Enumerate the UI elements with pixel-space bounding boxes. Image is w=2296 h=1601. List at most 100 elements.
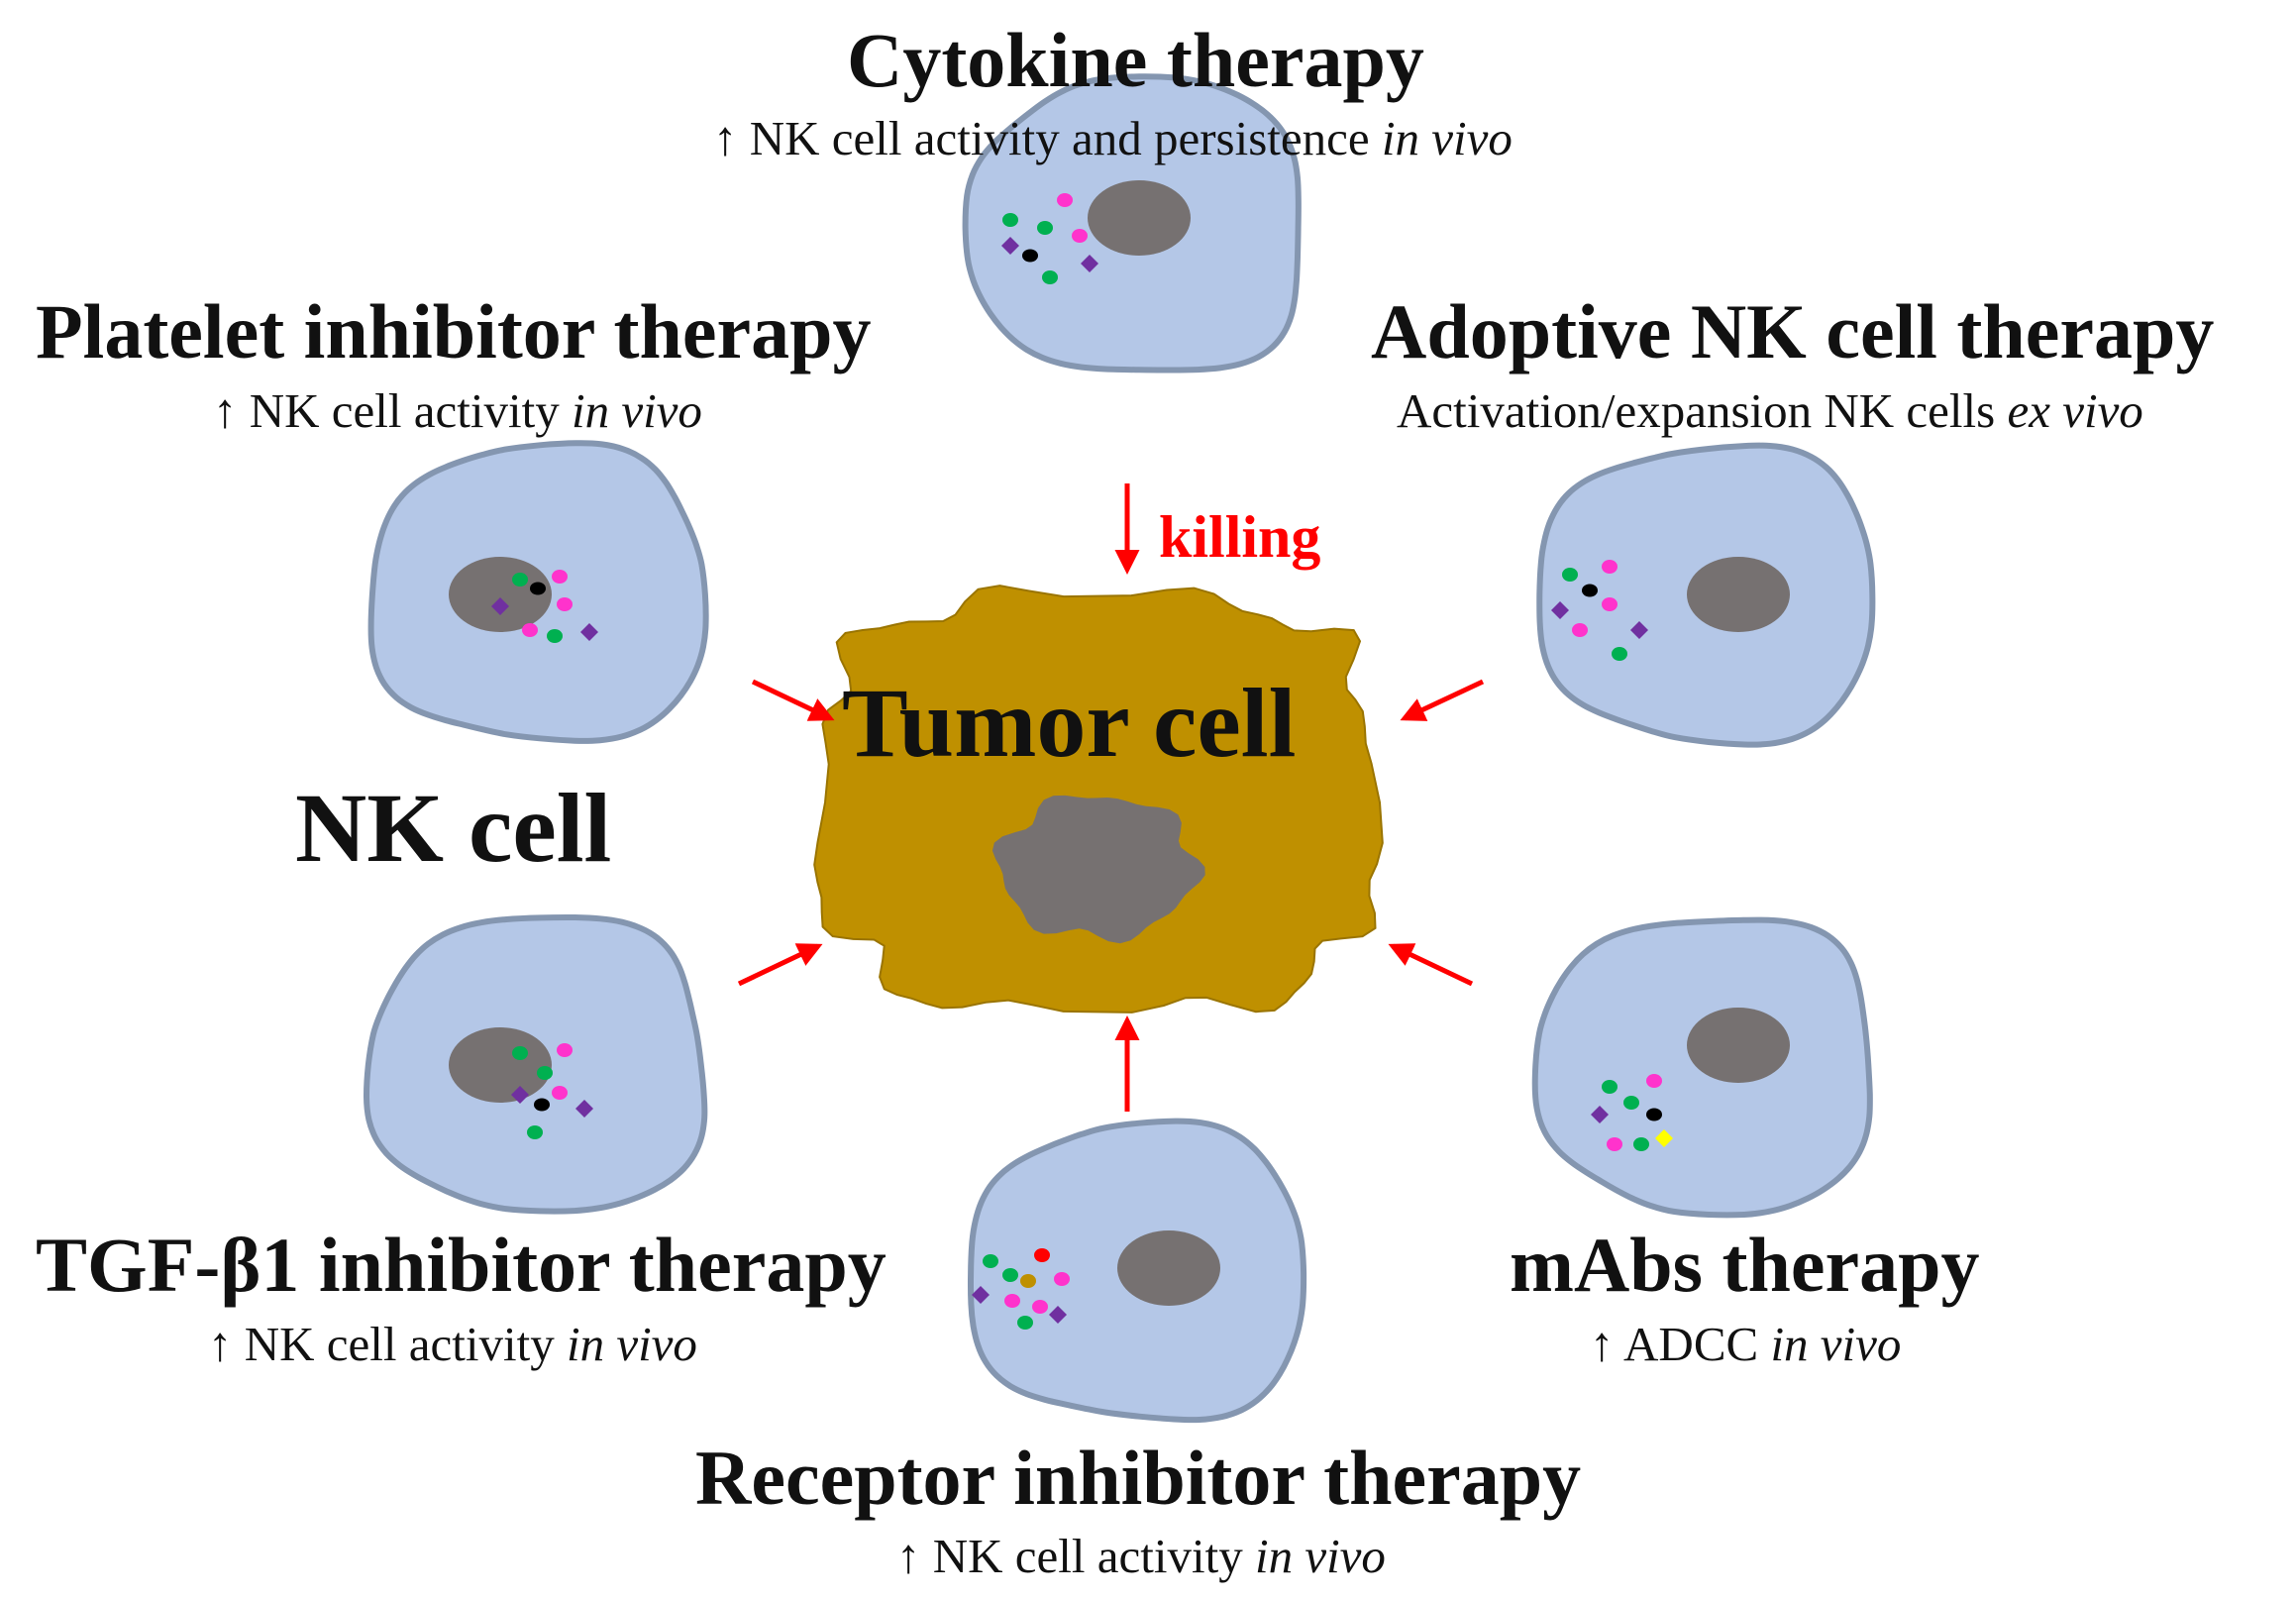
granule bbox=[1032, 1300, 1048, 1314]
granule bbox=[972, 1286, 990, 1304]
granule bbox=[1004, 1294, 1020, 1308]
granule bbox=[1042, 270, 1058, 284]
adoptive-therapy-subtitle: Activation/expansion NK cells ex vivo bbox=[1397, 386, 2143, 435]
granule bbox=[1633, 1137, 1649, 1151]
granule bbox=[1602, 597, 1618, 611]
granule bbox=[511, 1086, 529, 1104]
granule bbox=[522, 623, 538, 637]
granule bbox=[1607, 1137, 1622, 1151]
receptor-nk-cell bbox=[968, 1118, 1307, 1424]
up-arrow-icon: ↑ bbox=[1590, 1317, 1615, 1371]
adoptive-therapy-title: Adoptive NK cell therapy bbox=[1371, 288, 2215, 374]
granule bbox=[1022, 249, 1038, 263]
receptor-therapy-subtitle: ↑ NK cell activity in vivo bbox=[896, 1532, 1386, 1580]
up-arrow-icon: ↑ bbox=[713, 111, 738, 165]
receptor-effect-italic: in vivo bbox=[1254, 1529, 1386, 1583]
mabs-effect-text: ADCC bbox=[1623, 1317, 1759, 1371]
granule bbox=[575, 1100, 593, 1118]
tumor-cell-label: Tumor cell bbox=[842, 668, 1297, 778]
granule bbox=[1655, 1129, 1673, 1147]
granule bbox=[1017, 1316, 1033, 1330]
killing-label: killing bbox=[1159, 504, 1321, 570]
granule bbox=[530, 582, 546, 595]
mabs-nk-cell bbox=[1531, 916, 1873, 1219]
tgf-therapy-title: TGF-β1 inhibitor therapy bbox=[36, 1222, 887, 1308]
granule bbox=[1037, 221, 1053, 235]
granule bbox=[1049, 1306, 1067, 1324]
nk-cell-nucleus bbox=[1117, 1230, 1220, 1306]
nk-cell-nucleus bbox=[1088, 180, 1191, 256]
nk-cell-nucleus bbox=[1687, 557, 1790, 632]
up-arrow-icon: ↑ bbox=[896, 1529, 921, 1583]
arrow-from-adoptive bbox=[1400, 679, 1485, 721]
nk-cell-nucleus bbox=[1687, 1008, 1790, 1083]
granule bbox=[1072, 229, 1088, 243]
granule bbox=[1551, 601, 1569, 619]
granule bbox=[1572, 623, 1588, 637]
granule bbox=[983, 1254, 998, 1268]
granule bbox=[580, 623, 598, 641]
adoptive-nk-cell bbox=[1536, 442, 1876, 748]
arrow-from-platelet bbox=[751, 679, 835, 721]
tgf-therapy-subtitle: ↑ NK cell activity in vivo bbox=[208, 1320, 697, 1368]
platelet-therapy-subtitle: ↑ NK cell activity in vivo bbox=[213, 386, 702, 435]
platelet-therapy-title: Platelet inhibitor therapy bbox=[36, 288, 872, 374]
granule bbox=[1001, 237, 1019, 255]
up-arrow-icon: ↑ bbox=[213, 383, 238, 438]
granule bbox=[1582, 584, 1598, 597]
granule bbox=[552, 570, 568, 584]
granule bbox=[1034, 1248, 1050, 1262]
mabs-therapy-subtitle: ↑ ADCC in vivo bbox=[1590, 1320, 1901, 1368]
granule bbox=[512, 573, 528, 587]
cytokine-therapy-title: Cytokine therapy bbox=[847, 17, 1424, 103]
granule bbox=[1646, 1108, 1662, 1121]
tgf-effect-italic: in vivo bbox=[566, 1317, 697, 1371]
granule bbox=[1054, 1272, 1070, 1286]
granule bbox=[1602, 1080, 1618, 1094]
granule bbox=[512, 1046, 528, 1060]
granule bbox=[1630, 621, 1648, 639]
granule bbox=[1591, 1106, 1609, 1123]
arrow-from-mabs bbox=[1388, 943, 1474, 987]
mabs-effect-italic: in vivo bbox=[1770, 1317, 1902, 1371]
granule bbox=[534, 1098, 550, 1112]
granule bbox=[491, 597, 509, 615]
granule bbox=[557, 1043, 573, 1057]
platelet-effect-italic: in vivo bbox=[571, 383, 702, 438]
arrow-from-tgf bbox=[737, 943, 823, 987]
nk-cell-nucleus bbox=[449, 1027, 552, 1103]
up-arrow-icon: ↑ bbox=[208, 1317, 233, 1371]
adoptive-effect-italic: ex vivo bbox=[2007, 383, 2143, 438]
adoptive-effect-text: Activation/expansion NK cells bbox=[1397, 383, 1996, 438]
granule bbox=[1646, 1074, 1662, 1088]
cytokine-therapy-subtitle: ↑ NK cell activity and persistence in vi… bbox=[713, 114, 1513, 162]
tgf-effect-text: NK cell activity bbox=[244, 1317, 555, 1371]
cytokine-effect-text: NK cell activity and persistence bbox=[749, 111, 1370, 165]
mabs-therapy-title: mAbs therapy bbox=[1510, 1222, 1980, 1308]
platelet-effect-text: NK cell activity bbox=[249, 383, 560, 438]
granule bbox=[1020, 1274, 1036, 1288]
tumor-cell-nucleus bbox=[991, 795, 1205, 944]
granule bbox=[1081, 255, 1098, 272]
tumor-cell bbox=[813, 585, 1384, 1014]
receptor-effect-text: NK cell activity bbox=[932, 1529, 1243, 1583]
granule bbox=[1002, 213, 1018, 227]
granule bbox=[1002, 1268, 1018, 1282]
cytokine-effect-italic: in vivo bbox=[1381, 111, 1513, 165]
granule bbox=[1623, 1096, 1639, 1110]
receptor-therapy-title: Receptor inhibitor therapy bbox=[695, 1435, 1582, 1521]
granule bbox=[527, 1125, 543, 1139]
cytokine-nk-cell bbox=[962, 73, 1302, 374]
granule bbox=[1612, 647, 1627, 661]
granule bbox=[557, 597, 573, 611]
nk-cell-label: NK cell bbox=[295, 773, 612, 883]
granule bbox=[1602, 560, 1618, 574]
granule bbox=[1562, 568, 1578, 582]
granule bbox=[1057, 193, 1073, 207]
granule bbox=[537, 1066, 553, 1080]
granule bbox=[552, 1086, 568, 1100]
tgf-nk-cell bbox=[363, 913, 708, 1215]
platelet-nk-cell bbox=[367, 440, 709, 744]
